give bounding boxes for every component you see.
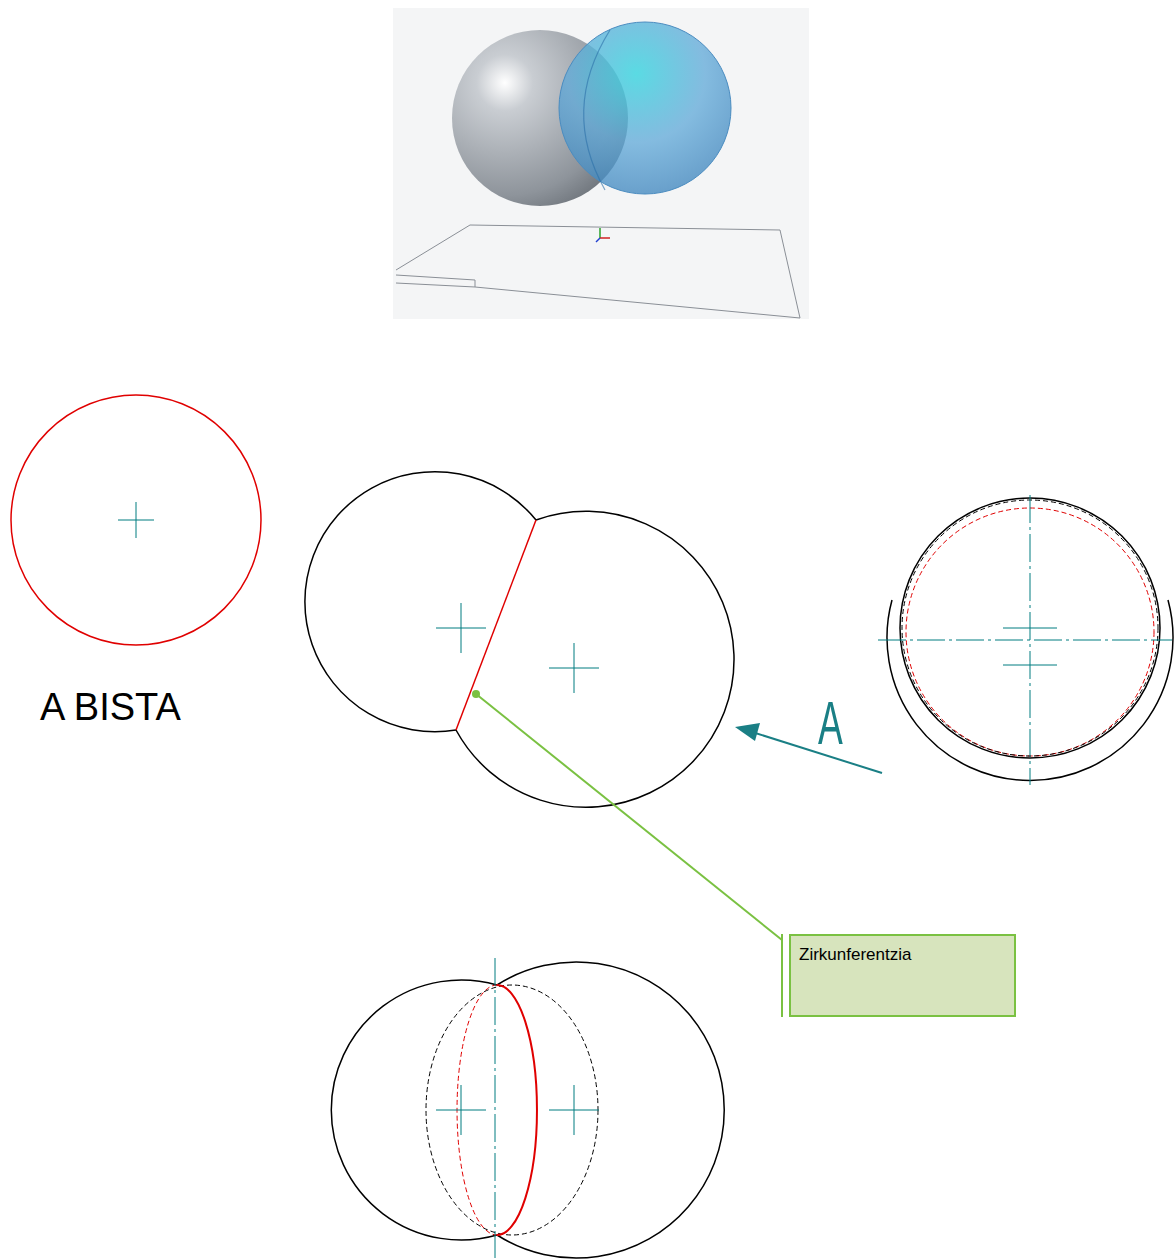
view-arrow [735,723,882,773]
top-view [331,958,724,1258]
view-name: A BISTA [40,688,181,726]
render-3d [393,8,809,319]
front-view [305,472,734,808]
view-a [11,395,261,645]
leader-line [472,690,782,1017]
callout-box: Zirkunferentzia [789,934,1016,1017]
view-letter: A [818,692,843,754]
callout-text: Zirkunferentzia [799,945,1006,965]
side-view [878,495,1173,785]
